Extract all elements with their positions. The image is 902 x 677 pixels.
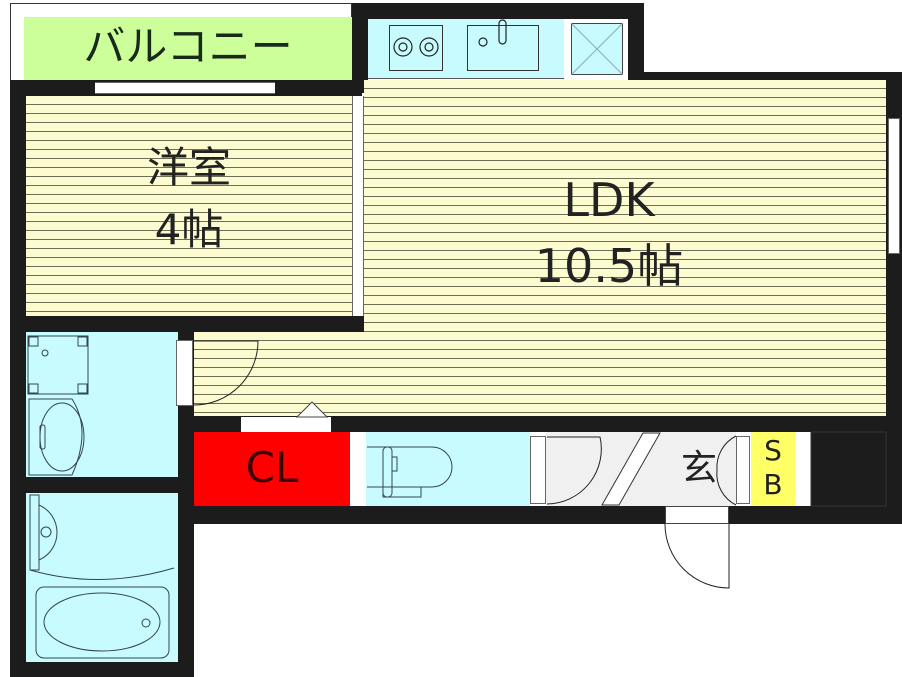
faucet-icon — [478, 19, 507, 47]
sliding-door-western[interactable] — [352, 96, 364, 316]
entrance-step-icon — [601, 432, 661, 506]
stove — [389, 25, 443, 71]
door-entrance-inner[interactable] — [736, 436, 750, 504]
door-washroom[interactable] — [176, 340, 193, 406]
closet: CL — [194, 432, 350, 506]
ldk-name: LDK — [563, 173, 655, 227]
ldk-size: 10.5帖 — [534, 239, 684, 293]
entrance-label: 玄 — [681, 448, 718, 489]
wall-western-bottom — [10, 316, 370, 332]
wall-kitchen-left — [352, 3, 368, 93]
toilet-icon — [367, 446, 453, 498]
washing-machine-icon — [27, 335, 89, 395]
door-toilet[interactable] — [530, 436, 546, 504]
balcony: バルコニー — [24, 17, 352, 80]
wall-kitchen-right — [628, 3, 644, 93]
wall-wash-bath-divider — [10, 477, 194, 493]
storage-block — [810, 431, 887, 507]
wall-left — [10, 80, 26, 677]
door-swing-icon — [716, 435, 737, 506]
western-room-name: 洋室 — [146, 143, 231, 192]
sink — [467, 25, 539, 71]
window-right[interactable] — [888, 118, 900, 254]
stove-burner-icon — [393, 37, 439, 57]
ldk-hall — [194, 332, 364, 416]
shoe-box-label-bottom: B — [763, 468, 783, 501]
closet-door[interactable] — [241, 417, 331, 432]
wash-basin-icon — [28, 398, 85, 476]
wall-ldk-bottom — [178, 416, 902, 432]
wall-kitchen-top — [352, 3, 642, 19]
bathtub-icon — [29, 494, 175, 659]
window-balcony[interactable] — [95, 82, 275, 94]
balcony-label: バルコニー — [83, 22, 293, 71]
front-door[interactable] — [665, 506, 729, 524]
kitchen-counter — [368, 19, 564, 79]
shoe-box-label-top: S — [764, 434, 782, 467]
western-room-size: 4帖 — [154, 205, 224, 254]
washroom — [26, 332, 178, 477]
closet-arrow-icon — [295, 401, 329, 418]
front-door-swing-icon — [664, 523, 730, 589]
closet-label: CL — [245, 443, 299, 492]
toilet-room — [366, 432, 530, 506]
ldk-room: LDK 10.5帖 — [364, 80, 886, 416]
bathroom — [26, 493, 178, 662]
door-swing-icon — [546, 436, 602, 505]
fridge-cross-icon — [570, 22, 624, 76]
door-swing-icon — [193, 340, 259, 406]
western-room: 洋室 4帖 — [26, 96, 352, 316]
shoe-box: S B — [751, 432, 795, 506]
wall-bath-bottom — [10, 662, 194, 677]
